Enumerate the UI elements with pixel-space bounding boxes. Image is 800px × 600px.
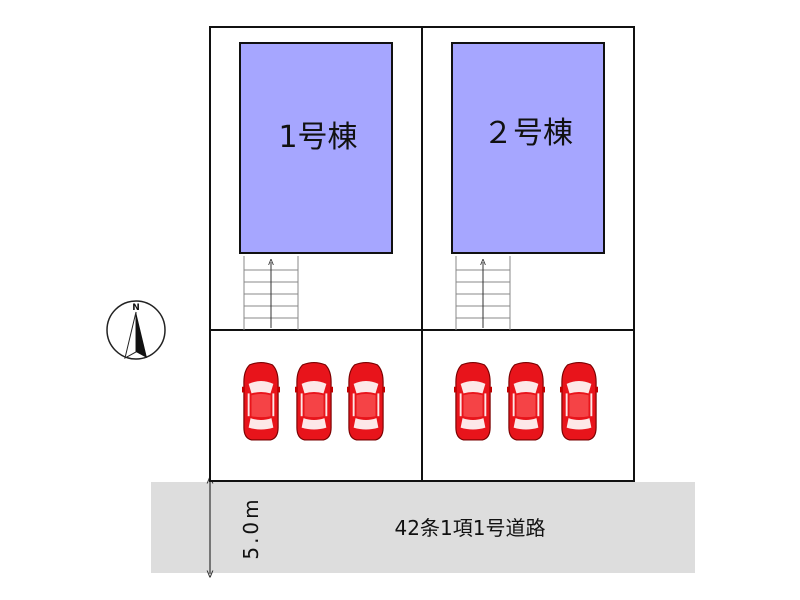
building-1 — [239, 42, 393, 254]
entrance-stairs-2 — [455, 256, 511, 330]
car-icon — [560, 361, 598, 441]
building-1-label: 1号棟 — [278, 120, 357, 155]
north-compass-icon: N — [106, 300, 166, 360]
entrance-stairs-1 — [243, 256, 299, 330]
car-icon — [242, 361, 280, 441]
car-icon — [454, 361, 492, 441]
car-icon — [507, 361, 545, 441]
north-label: N — [132, 303, 140, 313]
road-width-label: 5.0m — [239, 496, 263, 559]
car-icon — [295, 361, 333, 441]
car-icon — [347, 361, 385, 441]
building-2-label: ２号棟 — [483, 116, 573, 151]
road — [151, 482, 695, 573]
building-2 — [451, 42, 605, 254]
road-label: 42条1項1号道路 — [395, 516, 546, 540]
